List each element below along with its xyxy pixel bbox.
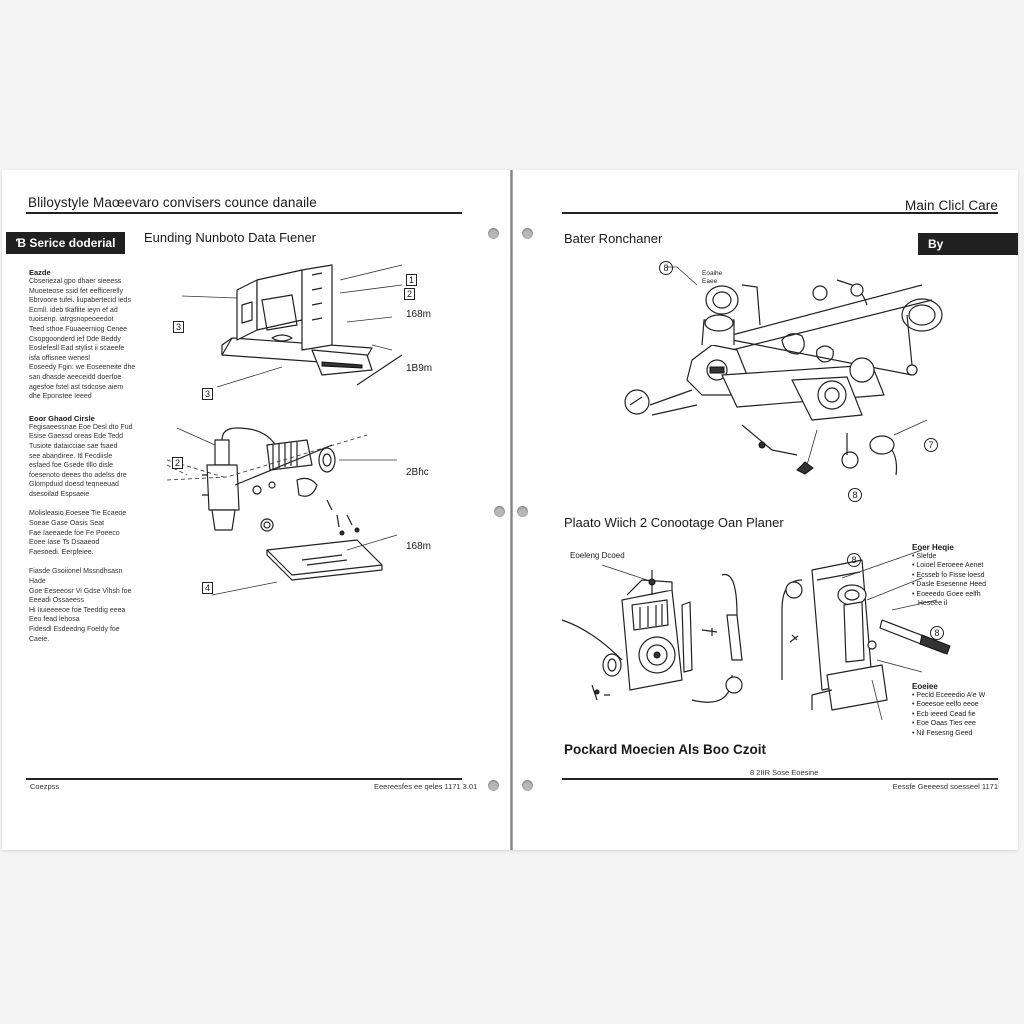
legend-bottom-items: • Pecld Eceeedio Aᵗe W • Eoeesoe eelfo e… bbox=[912, 692, 986, 737]
section-title-bater: Bater Ronchaner bbox=[564, 231, 663, 246]
sidebar-text: Cbseriezal gpo dhaer sieeess Muoeteose s… bbox=[29, 278, 136, 401]
callout-8-machine: 8 bbox=[930, 626, 944, 640]
sidebar-block: Fiasde Gsoiionel Mssndhsasn Hade Goe Ees… bbox=[29, 567, 137, 644]
callout-168m-bottom: 168m bbox=[406, 541, 432, 552]
left-footer-page: Eeereesfes ee qeles 1171 3.01 bbox=[374, 782, 478, 791]
sidebar-block: Molisleasio Eoesee Tie Ecaeoe Soeae Gase… bbox=[29, 509, 137, 557]
callout-28bc: 2Bɦc bbox=[406, 467, 429, 478]
manual-spread: Bliloystyle Maœevaro convisers counce da… bbox=[2, 170, 1018, 850]
section-title-pockard: Pockard Moecien Als Boo Czoit bbox=[564, 742, 767, 757]
legend-top-heading: Eoer Heqie bbox=[912, 543, 954, 552]
system-assembly-diagram bbox=[624, 266, 943, 476]
binder-hole bbox=[517, 506, 528, 517]
callout-2b: 2 bbox=[172, 457, 184, 469]
machine-assembly-diagram bbox=[781, 549, 951, 721]
callout-8-gear: 8 bbox=[847, 553, 861, 567]
housing-exploded-diagram bbox=[181, 264, 403, 388]
sidebar-text: Molisleasio Eoesee Tie Ecaeoe Soeae Gase… bbox=[29, 510, 127, 556]
callout-168m-top: 168m bbox=[406, 309, 432, 320]
binder-hole bbox=[488, 780, 499, 791]
right-footer-page: Eessfe Geeeesd soesseel 1171 bbox=[892, 782, 998, 791]
callout-8-mid: 8 bbox=[848, 488, 862, 502]
left-page: Bliloystyle Maœevaro convisers counce da… bbox=[2, 170, 510, 850]
right-header-rule bbox=[562, 212, 998, 214]
section-title-plaato: Plaato Wiich 2 Conootage Oan Planer bbox=[564, 515, 784, 530]
small-part-label: Eoaihe Eaee bbox=[702, 270, 723, 285]
pump-exploded-diagram bbox=[166, 427, 398, 596]
right-page: Main Clicl Care By Setekouard Bater Ronc… bbox=[512, 170, 1018, 850]
page-gutter bbox=[510, 170, 513, 850]
callout-2: 2 bbox=[404, 288, 416, 300]
binder-hole bbox=[488, 228, 499, 239]
left-sidebar: Eazde Cbseriezal gpo dhaer sieeess Muoet… bbox=[29, 268, 137, 644]
left-tab-label: Ɓ Serice doderial bbox=[6, 232, 126, 254]
sidebar-block: Eoor Ghaod Cirsle Fegisaeessnae Eoe Desl… bbox=[29, 414, 137, 500]
right-tab-label: By Setekouard bbox=[918, 233, 1018, 273]
sidebar-heading: Eazde bbox=[29, 268, 51, 277]
callout-8-top: 8 bbox=[659, 261, 673, 275]
legend-top-items: • Slefde • Loioel Eeroeee Aenet • Ecsseb… bbox=[912, 553, 987, 608]
sidebar-heading: Eoor Ghaod Cirsle bbox=[29, 413, 95, 423]
callout-3: 3 bbox=[173, 321, 185, 333]
legend-bottom-heading: Eoeiee bbox=[912, 682, 938, 691]
left-footer-label: Coezpss bbox=[30, 782, 60, 791]
binder-hole bbox=[522, 228, 533, 239]
legend-top: Eoer Heqie • Slefde • Loioel Eeroeee Aen… bbox=[912, 543, 986, 608]
right-running-title: Main Clicl Care bbox=[904, 198, 998, 213]
left-header-rule bbox=[26, 212, 462, 214]
callout-4: 4 bbox=[202, 582, 214, 594]
left-footer-rule bbox=[26, 778, 462, 780]
binder-hole bbox=[494, 506, 505, 517]
callout-7: 7 bbox=[924, 438, 938, 452]
left-running-title: Bliloystyle Maœevaro convisers counce da… bbox=[28, 195, 317, 210]
legend-bottom: Eoeiee • Pecld Eceeedio Aᵗe W • Eoeesoe … bbox=[912, 682, 985, 738]
callout-3b: 3 bbox=[202, 388, 214, 400]
right-footer-rule bbox=[562, 778, 998, 780]
binder-hole bbox=[522, 780, 533, 791]
sidebar-block: Eazde Cbseriezal gpo dhaer sieeess Muoet… bbox=[29, 268, 137, 402]
callout-1b9m: 1B9m bbox=[406, 363, 433, 374]
sidebar-text: Fiasde Gsoiionel Mssndhsasn Hade Goe Ees… bbox=[29, 568, 132, 643]
sidebar-text: Fegisaeessnae Eoe Desl dto Fud Esise Gae… bbox=[29, 423, 133, 498]
gear-housing-diagram bbox=[561, 564, 743, 703]
right-footer-center: 8 2IIR Sose Eoesine bbox=[750, 768, 819, 777]
diagram-label-eoeleng: Eoeleng Dcoed bbox=[570, 551, 625, 560]
callout-1: 1 bbox=[406, 274, 418, 286]
left-section-title: Eunding Nunboto Data Fɩener bbox=[144, 230, 317, 245]
